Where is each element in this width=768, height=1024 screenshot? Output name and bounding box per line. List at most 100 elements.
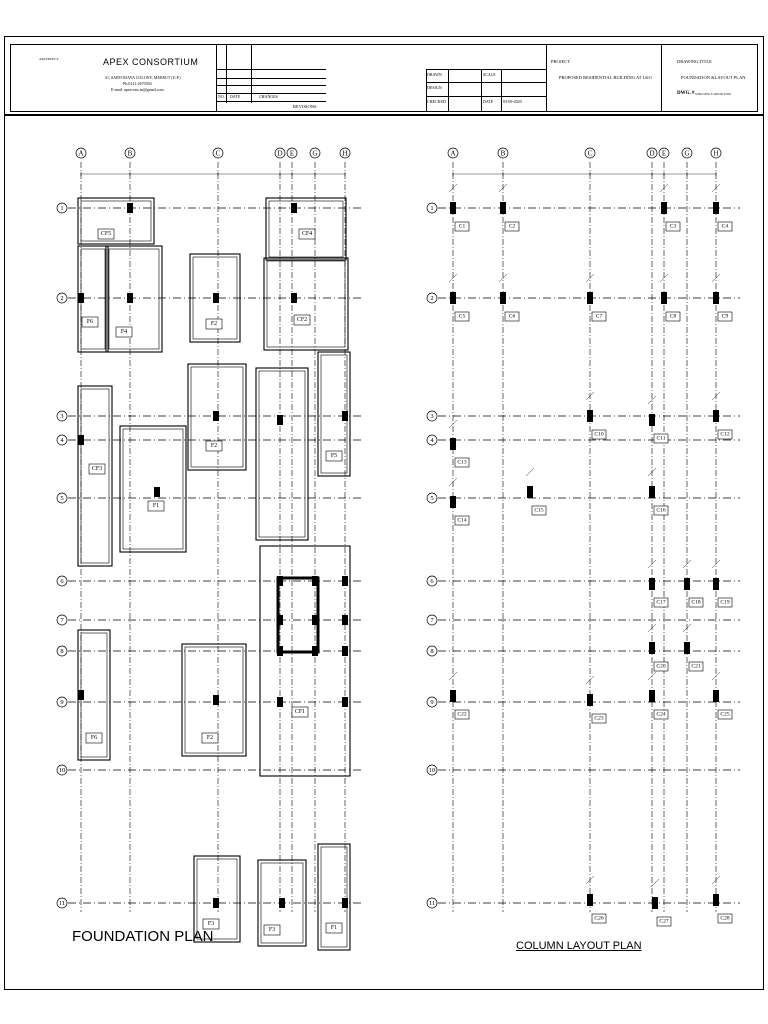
column-grid-bubble-3 xyxy=(426,410,438,422)
footing-label: F2 xyxy=(207,735,213,741)
foundation-grid-bubble-E xyxy=(286,147,298,159)
column-dimension-leader xyxy=(585,675,595,685)
column-grid-bubble-E xyxy=(658,147,670,159)
footing-label-box xyxy=(263,924,281,936)
foundation-grid-label-10: 10 xyxy=(59,767,66,774)
foundation-grid-bubble-G xyxy=(309,147,321,159)
footing-column xyxy=(127,293,133,303)
column-label: C10 xyxy=(594,432,603,438)
foundation-grid-bubble-7 xyxy=(56,614,68,626)
column-label-box xyxy=(454,457,470,468)
footing-label-box xyxy=(202,918,220,930)
footing-outline xyxy=(317,351,351,477)
column-dimension-leader xyxy=(585,391,595,401)
drawn-label: DRAWN xyxy=(427,72,442,77)
column-label-box xyxy=(653,661,669,672)
footing-label: F3 xyxy=(269,927,275,933)
footing-label: F1 xyxy=(331,925,337,931)
column-label-box xyxy=(717,597,733,608)
footing-outline xyxy=(119,425,187,553)
foundation-grid-label-5: 5 xyxy=(60,495,63,502)
column-mark xyxy=(587,694,593,706)
footing-outline xyxy=(257,859,307,947)
column-label-box xyxy=(665,311,681,322)
column-grid-bubble-B xyxy=(497,147,509,159)
column-mark xyxy=(713,410,719,422)
footing-label: CF4 xyxy=(302,231,312,237)
column-label: C28 xyxy=(720,916,729,922)
column-dimension-leader xyxy=(448,671,458,681)
column-mark xyxy=(500,292,506,304)
column-label: C25 xyxy=(720,712,729,718)
foundation-grid-bubble-10 xyxy=(56,764,68,776)
column-grid-bubble-4 xyxy=(426,434,438,446)
foundation-grid-bubble-B xyxy=(124,147,136,159)
footing-column xyxy=(213,411,219,421)
column-grid-label-C: C xyxy=(588,150,593,158)
foundation-grid-label-G: G xyxy=(312,150,317,158)
foundation-grid-bubble-1 xyxy=(56,202,68,214)
column-grid-bubble-G xyxy=(681,147,693,159)
column-grid-label-D: D xyxy=(649,150,654,158)
column-dimension-leader xyxy=(647,395,657,405)
foundation-grid-label-H: H xyxy=(342,150,347,158)
column-mark xyxy=(713,578,719,590)
checked-label: CHECKED xyxy=(427,99,446,104)
foundation-grid-label-3: 3 xyxy=(60,413,63,420)
footing-column xyxy=(78,690,84,700)
column-dimension-leader xyxy=(682,559,692,569)
footing-label: F6 xyxy=(87,319,93,325)
column-label: C21 xyxy=(691,664,700,670)
column-grid-label-3: 3 xyxy=(430,413,433,420)
column-label: C17 xyxy=(656,600,665,606)
footing-outline xyxy=(189,253,241,343)
column-grid-label-7: 7 xyxy=(430,617,434,624)
column-grid-bubble-2 xyxy=(426,292,438,304)
footing-column xyxy=(312,646,318,656)
foundation-grid-label-4: 4 xyxy=(60,437,64,444)
column-label: C23 xyxy=(594,716,603,722)
column-mark xyxy=(500,202,506,214)
footing-label-box xyxy=(85,732,103,744)
drawing-title: FOUNDATION &LAYOUT PLAN xyxy=(681,75,746,80)
column-dimension-leader xyxy=(448,419,458,429)
column-grid-bubble-7 xyxy=(426,614,438,626)
column-label: C7 xyxy=(596,314,603,320)
dwg-no-label: DWG. # xyxy=(677,91,695,96)
footing-outline xyxy=(265,197,347,261)
footing-outline xyxy=(77,385,113,567)
footing-inner-outline xyxy=(192,256,238,340)
column-dimension-leader xyxy=(525,467,535,477)
footing-column xyxy=(154,487,160,497)
column-label: C15 xyxy=(534,508,543,514)
column-label: C26 xyxy=(594,916,603,922)
footing-inner-outline xyxy=(108,248,160,350)
date-label: DATE xyxy=(483,99,494,104)
column-label-box xyxy=(454,709,470,720)
foundation-grid-label-A: A xyxy=(78,150,83,158)
foundation-grid-bubble-6 xyxy=(56,575,68,587)
footing-label-box xyxy=(325,450,343,462)
column-grid-label-10: 10 xyxy=(429,767,436,774)
footing-outline xyxy=(193,855,241,943)
column-mark xyxy=(713,690,719,702)
foundation-grid-label-D: D xyxy=(277,150,282,158)
rev-date-label: DATE xyxy=(230,94,241,99)
footing-label-box xyxy=(147,500,165,512)
column-grid-bubble-6 xyxy=(426,575,438,587)
column-dimension-leader xyxy=(585,273,595,283)
column-mark xyxy=(713,894,719,906)
column-grid-bubble-9 xyxy=(426,696,438,708)
footing-column xyxy=(213,898,219,908)
column-dimension-leader xyxy=(682,623,692,633)
footing-outline xyxy=(187,363,247,471)
column-dimension-leader xyxy=(647,623,657,633)
column-label: C12 xyxy=(720,432,729,438)
date-value: 03-09-2020 xyxy=(503,99,522,104)
column-grid-label-5: 5 xyxy=(430,495,433,502)
column-mark xyxy=(684,578,690,590)
column-label: C20 xyxy=(656,664,665,670)
column-label-box xyxy=(504,221,520,232)
footing-column xyxy=(342,576,348,586)
